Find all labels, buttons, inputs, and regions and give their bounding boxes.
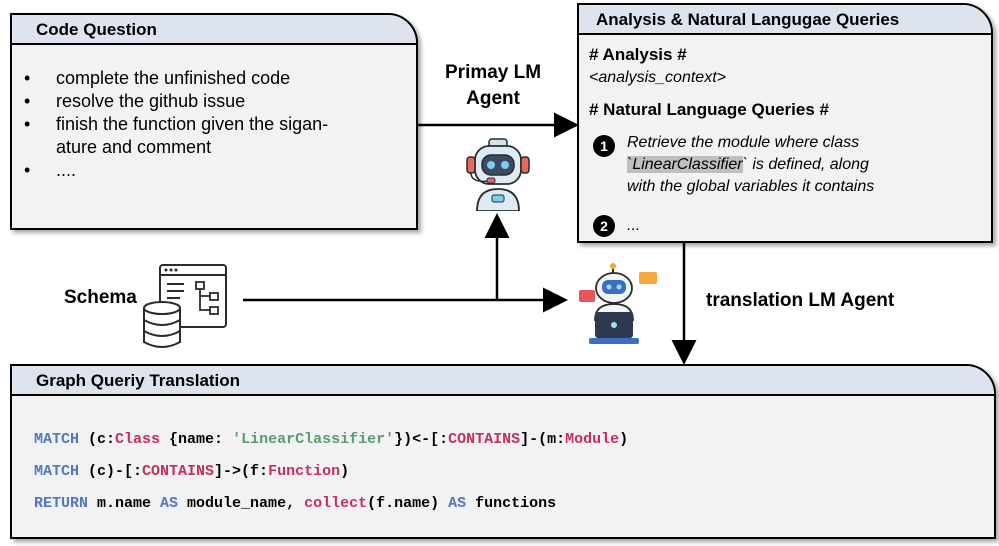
code-token: RETURN (34, 495, 89, 512)
code-token: collect (304, 495, 368, 512)
laptop-robot-icon (579, 263, 657, 344)
code-token: Module (565, 431, 620, 448)
analysis-context: <analysis_context> (589, 69, 726, 86)
primary-agent-label: Primay LM Agent (445, 62, 542, 109)
code-line-1: MATCH (c:Class {name: 'LinearClassifier'… (34, 431, 628, 448)
query-number-badge: 2 (593, 215, 615, 237)
code-line-3: RETURN m.name AS module_name, collect(f.… (34, 495, 556, 512)
graph-panel-title: Graph Queriy Translation (12, 366, 994, 396)
code-question-list: •complete the unfinished code •resolve t… (24, 67, 328, 182)
code-question-title: Code Question (12, 15, 416, 45)
code-token: (f.name) (367, 495, 449, 512)
code-token: functions (466, 495, 557, 512)
code-token: Function (268, 463, 341, 480)
code-token: (c: (79, 431, 116, 448)
code-token: module_name, (178, 495, 305, 512)
code-token: })<-[: (394, 431, 449, 448)
code-token: ) (340, 463, 350, 480)
list-item: •.... (24, 160, 77, 180)
code-token: ]-(m: (520, 431, 566, 448)
code-token: MATCH (34, 431, 80, 448)
list-item: •resolve the github issue (24, 91, 246, 111)
graph-query-panel: Graph Queriy Translation MATCH (c:Class … (10, 364, 996, 539)
queries-heading: # Natural Language Queries # (589, 100, 829, 119)
analysis-queries-panel: Analysis & Natural Langugae Queries # An… (577, 3, 993, 243)
code-line-2: MATCH (c)-[:CONTAINS]->(f:Function) (34, 463, 349, 480)
analysis-heading: # Analysis # (589, 45, 687, 64)
query-2-text: ... (627, 217, 641, 234)
robot-icon (466, 138, 530, 211)
list-item-continuation: ature and comment (56, 137, 212, 157)
code-token: 'LinearClassifier' (232, 431, 395, 448)
code-question-panel: Code Question •complete the unfinished c… (10, 13, 418, 230)
code-token: AS (448, 495, 467, 512)
class-name-highlight: `LinearClassifier (627, 156, 743, 173)
query-1-text: Retrieve the module where class `LinearC… (627, 134, 875, 195)
list-item: •finish the function given the sigan- (24, 114, 329, 134)
code-token: m.name (88, 495, 161, 512)
code-token: CONTAINS (142, 463, 215, 480)
list-item: •complete the unfinished code (24, 68, 291, 88)
database-icon (143, 301, 181, 348)
code-token: {name: (160, 431, 233, 448)
code-token: (c)-[: (79, 463, 143, 480)
code-token: AS (160, 495, 179, 512)
code-token: MATCH (34, 463, 80, 480)
query-number-badge: 1 (593, 135, 615, 157)
analysis-panel-title: Analysis & Natural Langugae Queries (579, 5, 991, 35)
schema-label: Schema (64, 287, 137, 308)
code-token: ]->(f: (214, 463, 269, 480)
translation-agent-label: translation LM Agent (706, 290, 895, 311)
code-token: Class (115, 431, 161, 448)
code-token: ) (619, 431, 629, 448)
code-token: CONTAINS (448, 431, 521, 448)
